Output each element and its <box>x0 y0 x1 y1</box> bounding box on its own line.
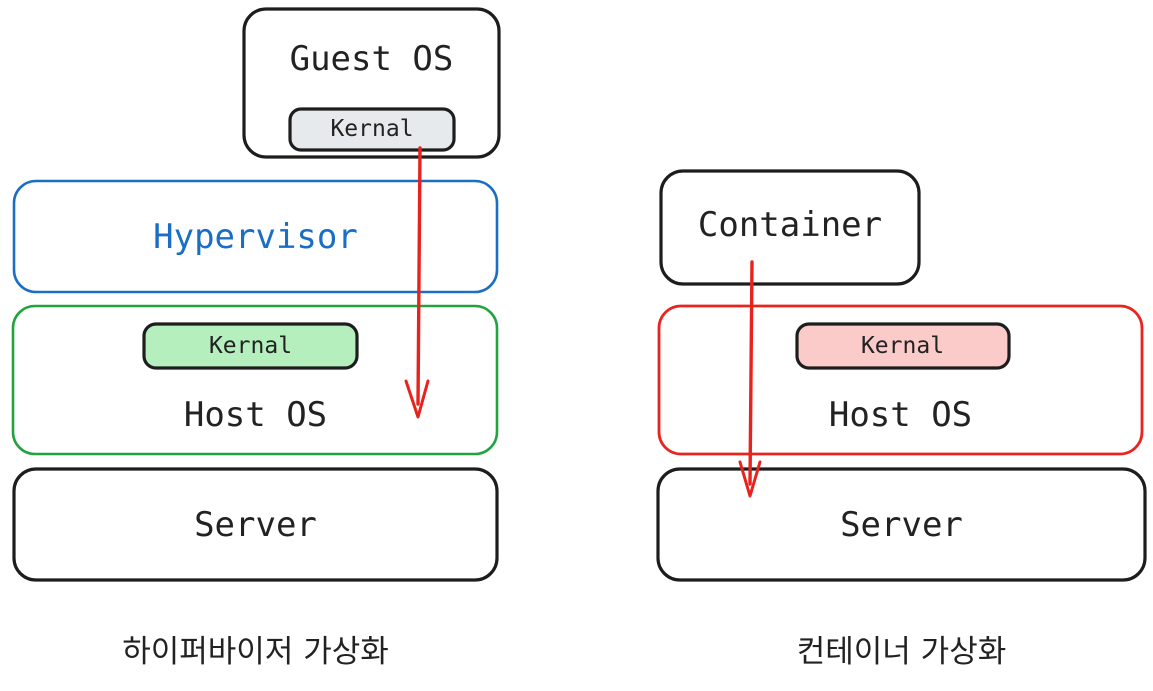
hypervisor-box <box>12 179 499 294</box>
caption-hypervisor-virtualization: 하이퍼바이저 가상화 <box>122 634 389 670</box>
host-os-right-box <box>657 304 1144 456</box>
server-right-box <box>656 467 1147 582</box>
arrow-guest-kernel-to-host-os <box>404 146 430 419</box>
kernal-host-left-box <box>142 322 359 370</box>
kernal-host-right-box <box>795 322 1011 370</box>
container-box <box>659 169 921 286</box>
server-left-box <box>12 467 499 582</box>
kernal-guest-box <box>288 107 456 152</box>
arrow-container-to-server <box>738 260 762 498</box>
host-os-left-box <box>11 304 499 456</box>
caption-container-virtualization: 컨테이너 가상화 <box>796 634 1007 670</box>
